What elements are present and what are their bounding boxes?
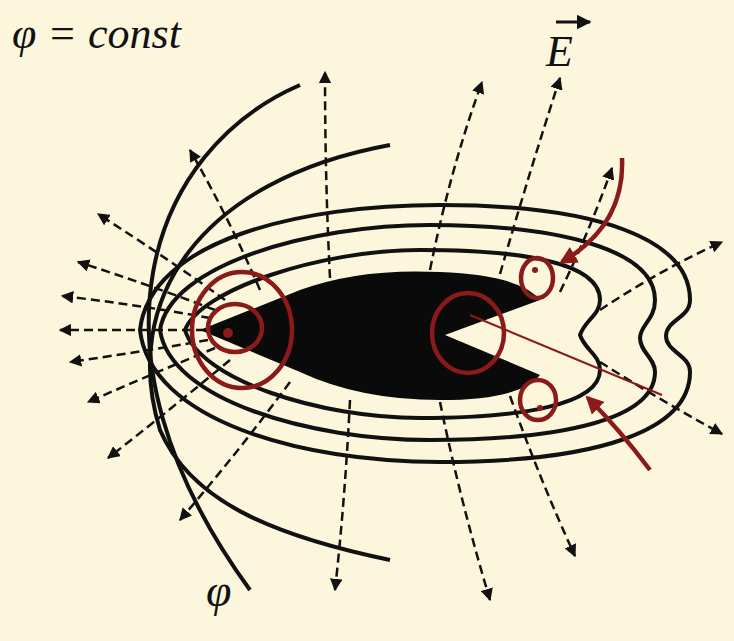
annotation-marks (192, 158, 662, 470)
potential-label: φ (206, 568, 231, 614)
equipotential-label: φ = const (12, 12, 181, 56)
equipotential-lines (140, 85, 690, 590)
vector-arrow (556, 21, 590, 24)
conductor-body (200, 271, 540, 400)
annotation-dots (223, 267, 543, 411)
field-lines (60, 72, 722, 600)
field-label: E (546, 30, 573, 74)
